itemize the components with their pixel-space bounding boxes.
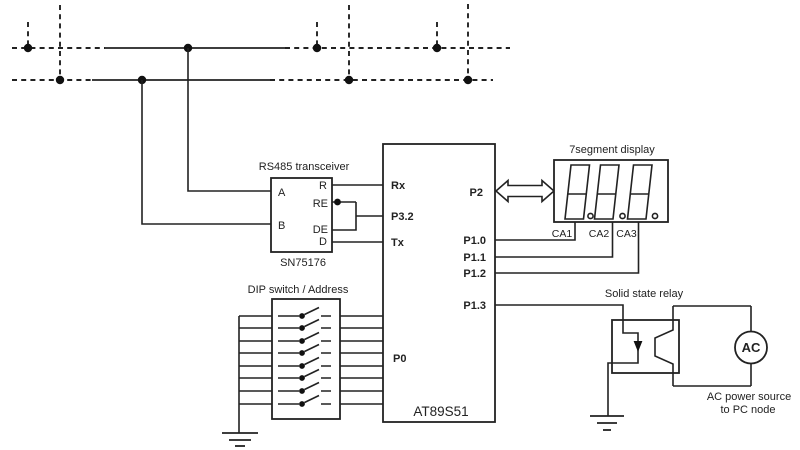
bus-junction-dot — [23, 43, 33, 53]
ac-source-label: AC — [742, 340, 761, 355]
switch-lever — [304, 331, 320, 341]
display-pin-ca2: CA2 — [589, 228, 610, 240]
bus-junction-dot — [432, 43, 442, 53]
rs485-pin-de: DE — [313, 224, 328, 236]
dip-box — [271, 298, 341, 420]
ca3-to-p12-wire — [495, 222, 640, 274]
mcu-box — [382, 143, 496, 423]
switch-pole-dot — [299, 388, 305, 394]
digit-2 — [593, 164, 626, 220]
bus-junction-dot — [344, 75, 354, 85]
mcu-pin-p12: P1.2 — [463, 268, 486, 280]
switch-lever — [304, 343, 320, 353]
dip-switch-row — [239, 306, 383, 319]
re-de-bracket — [332, 202, 357, 231]
p13-to-relay-wire — [495, 304, 639, 416]
ac-source-circle — [734, 330, 768, 365]
p2-bus-arrow — [494, 178, 556, 204]
rs485-pin-r: R — [319, 180, 327, 192]
dip-switch-row — [239, 381, 383, 394]
dip-switch: DIP switch / Address — [222, 284, 383, 447]
dip-switch-row — [239, 343, 383, 356]
switch-pole-dot — [299, 363, 305, 369]
bus-junction-dot — [55, 75, 65, 85]
digit-1 — [564, 164, 594, 220]
rs485-pin-a: A — [278, 187, 286, 199]
switch-lever — [304, 381, 320, 391]
microcontroller: Rx P3.2 Tx P0 P2 P1.0 P1.1 P1.2 P1.3 AT8… — [382, 143, 556, 423]
decimal-point — [587, 212, 594, 220]
ca1-to-p10-wire — [495, 222, 576, 241]
mcu-pin-p11: P1.1 — [463, 252, 486, 264]
switch-pole-dot — [299, 325, 305, 331]
ac-power-source: AC AC power source to PC node — [673, 305, 791, 416]
mcu-pin-tx: Tx — [391, 237, 405, 249]
relay-output-path — [654, 306, 674, 386]
ac-caption-line2: to PC node — [720, 404, 775, 416]
digit-3 — [626, 164, 659, 220]
dip-switch-row — [239, 318, 383, 331]
switch-lever — [304, 318, 320, 328]
bus-to-a-wire — [187, 48, 271, 192]
relay-box — [611, 319, 680, 374]
digit-outline — [564, 164, 591, 220]
bus-junction-dot — [312, 43, 322, 53]
mcu-pin-p10: P1.0 — [463, 235, 486, 247]
mcu-pin-p32: P3.2 — [391, 211, 414, 223]
switch-lever — [304, 368, 320, 378]
seven-segment-display: 7segment display CA1 CA2 CA3 — [495, 144, 669, 274]
mcu-pin-p0: P0 — [393, 353, 406, 365]
dip-ground-symbol — [222, 432, 258, 447]
display-title: 7segment display — [569, 144, 655, 156]
mcu-pin-p2: P2 — [470, 187, 483, 199]
bus-to-b-wire — [141, 80, 271, 225]
decimal-point — [651, 212, 659, 220]
mcu-pin-rx: Rx — [391, 180, 406, 192]
switch-pole-dot — [299, 350, 305, 356]
relay-ground-symbol — [590, 415, 624, 431]
dip-switch-row — [239, 394, 383, 407]
relay-title: Solid state relay — [605, 288, 684, 300]
solid-state-relay: Solid state relay — [495, 288, 684, 431]
switch-pole-dot — [299, 338, 305, 344]
switch-lever — [304, 306, 320, 316]
digit-outline — [593, 164, 620, 220]
switch-lever — [304, 394, 320, 404]
dip-switch-row — [239, 368, 383, 381]
display-box — [553, 159, 669, 223]
ac-caption-line1: AC power source — [707, 391, 791, 403]
dip-title: DIP switch / Address — [248, 284, 349, 296]
decimal-point — [619, 212, 626, 220]
mcu-pin-p13: P1.3 — [463, 300, 486, 312]
switch-lever — [304, 356, 320, 366]
rs485-title: RS485 transceiver — [259, 161, 350, 173]
display-pin-ca1: CA1 — [552, 228, 573, 240]
ca2-to-p11-wire — [495, 222, 614, 258]
rs485-pin-re: RE — [313, 198, 328, 210]
rs485-box — [270, 177, 333, 253]
mcu-part-number: AT89S51 — [413, 404, 468, 419]
led-arrow — [633, 341, 643, 352]
switch-pole-dot — [299, 313, 305, 319]
re-junction-dot — [334, 198, 341, 206]
rs485-pin-d: D — [319, 236, 327, 248]
rs485-bus-lines — [12, 4, 510, 225]
switch-pole-dot — [299, 375, 305, 381]
digit-outline — [626, 164, 653, 220]
rs485-part-number: SN75176 — [280, 257, 326, 269]
dip-switch-row — [239, 331, 383, 344]
rs485-transceiver: RS485 transceiver A B R RE DE D SN75176 — [259, 161, 383, 269]
dip-switch-row — [239, 356, 383, 369]
bus-junction-dot — [463, 75, 473, 85]
rs485-pin-b: B — [278, 220, 285, 232]
switch-pole-dot — [299, 401, 305, 407]
display-pin-ca3: CA3 — [616, 228, 637, 240]
